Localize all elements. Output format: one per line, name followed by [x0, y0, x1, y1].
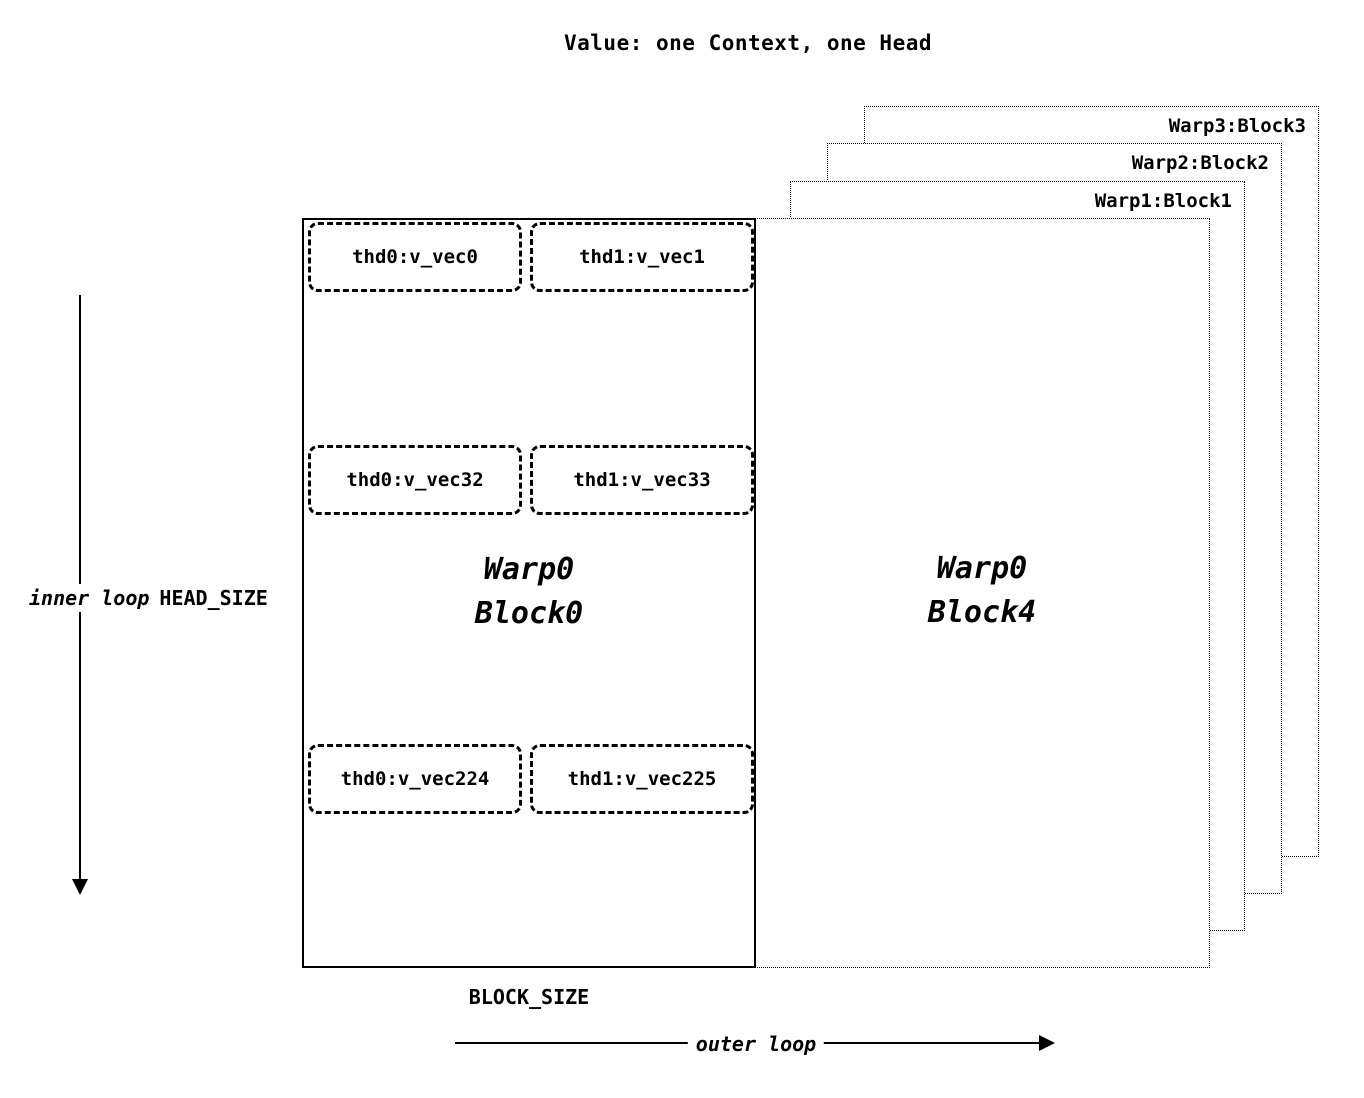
block-warp0-block0: thd0:v_vec0 thd1:v_vec1 thd0:v_vec32 thd… [302, 218, 756, 968]
thread-vector-box: thd0:v_vec0 [308, 222, 522, 292]
vector-row-2: thd0:v_vec224 thd1:v_vec225 [304, 744, 754, 814]
block-size-label: BLOCK_SIZE [468, 985, 590, 1009]
warp0-block4-label-line2: Block4 [927, 594, 1037, 630]
outer-loop-arrowhead [1039, 1035, 1055, 1051]
inner-loop-head-size-label: inner loop HEAD_SIZE [25, 584, 272, 612]
sheet-warp1-block1-label: Warp1:Block1 [1094, 190, 1232, 212]
diagram-title: Value: one Context, one Head [563, 31, 933, 55]
thread-vector-box: thd0:v_vec32 [308, 445, 522, 515]
sheet-warp2-block2-label: Warp2:Block2 [1131, 152, 1269, 174]
sheet-warp3-block3-label: Warp3:Block3 [1168, 115, 1306, 137]
inner-loop-arrowhead [72, 879, 88, 895]
vector-row-1: thd0:v_vec32 thd1:v_vec33 [304, 445, 754, 515]
warp0-block0-label-line1: Warp0 [483, 552, 575, 587]
warp0-block4-label-line1: Warp0 [936, 551, 1028, 586]
warp0-block0-label-line2: Block0 [474, 595, 584, 631]
thread-vector-box: thd1:v_vec225 [530, 744, 754, 814]
thread-vector-box: thd0:v_vec224 [308, 744, 522, 814]
thread-vector-box: thd1:v_vec33 [530, 445, 754, 515]
warp0-block0-label: Warp0 Block0 [304, 548, 754, 635]
head-size-label: HEAD_SIZE [159, 586, 268, 610]
sheet-warp0-block4: Warp0 Block4 [755, 218, 1210, 968]
vector-row-0: thd0:v_vec0 thd1:v_vec1 [304, 222, 754, 292]
warp0-block4-label: Warp0 Block4 [755, 547, 1209, 634]
outer-loop-label: outer loop [687, 1032, 825, 1056]
thread-vector-box: thd1:v_vec1 [530, 222, 754, 292]
inner-loop-label: inner loop [29, 586, 150, 610]
